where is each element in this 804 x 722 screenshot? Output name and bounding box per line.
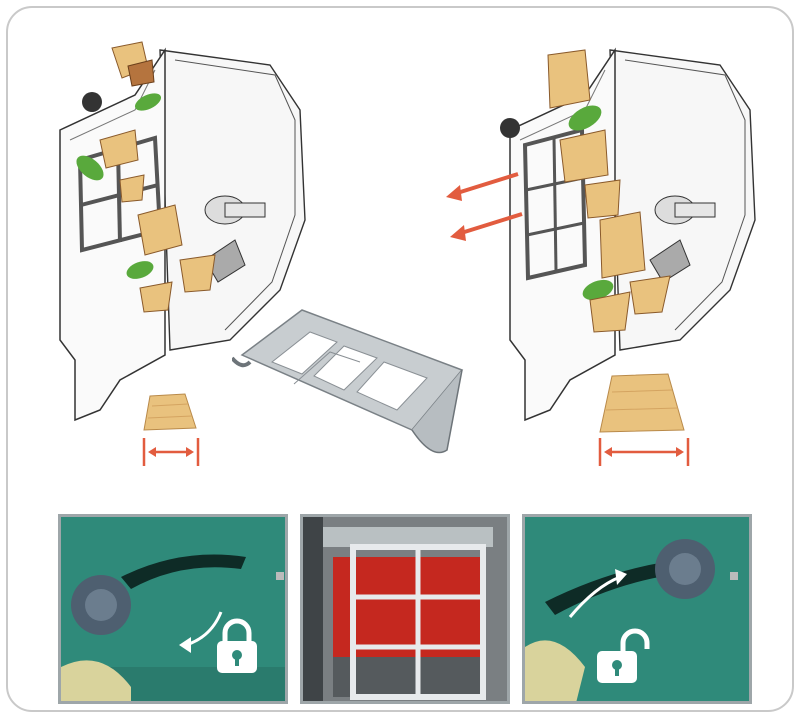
right-chipper-illustration <box>500 47 756 422</box>
large-chip <box>599 373 685 433</box>
grid-removal-arrows <box>446 172 523 241</box>
small-chip-width-arrow <box>142 438 200 466</box>
grid-inserted-photo <box>300 514 510 704</box>
knob <box>71 575 131 635</box>
small-chip <box>143 393 197 431</box>
large-chip-width-arrow <box>598 438 690 466</box>
locked-knob-photo <box>58 514 288 704</box>
lock-open-icon <box>597 628 650 683</box>
screen-grid-part <box>232 309 464 454</box>
unlocked-knob-photo <box>522 514 752 704</box>
lock-closed-icon <box>217 618 257 673</box>
left-chipper-illustration <box>59 41 306 422</box>
